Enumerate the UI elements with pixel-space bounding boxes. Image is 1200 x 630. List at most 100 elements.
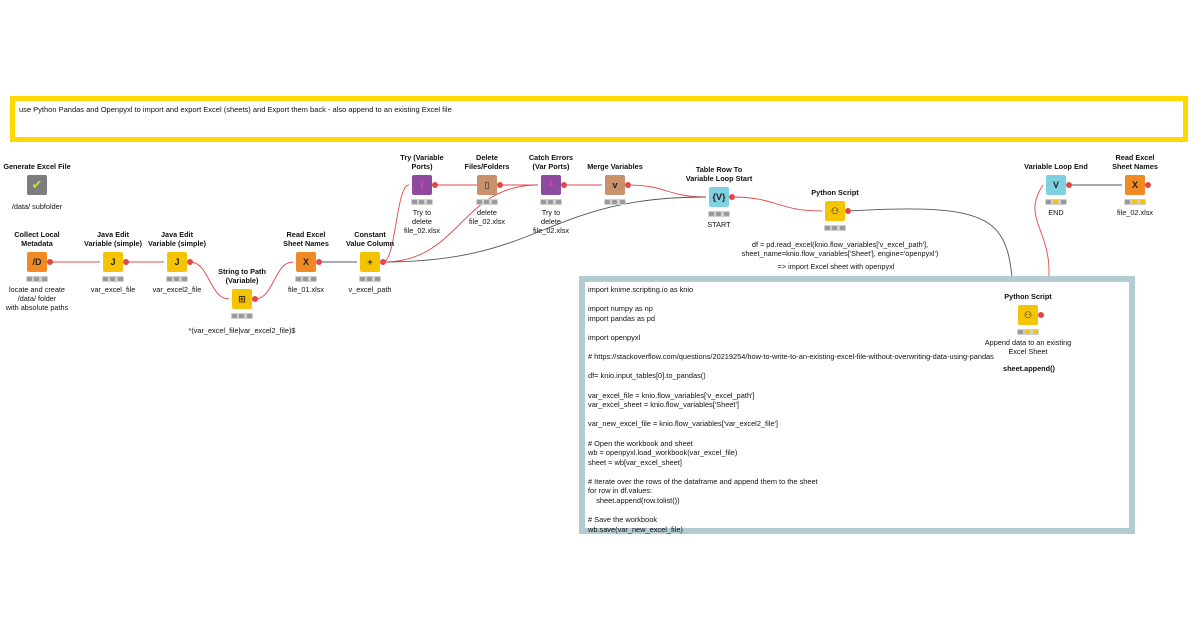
variable-output-port[interactable] bbox=[123, 259, 129, 265]
status-traffic-light bbox=[295, 276, 317, 282]
node-title: Java Edit Variable (simple) bbox=[148, 230, 206, 248]
connection-merge-looprow-11[interactable] bbox=[627, 184, 707, 198]
java-icon[interactable]: J bbox=[167, 252, 187, 272]
catch-icon[interactable]: ⚘ bbox=[541, 175, 561, 195]
status-traffic-light bbox=[708, 211, 730, 217]
workflow-description-annotation[interactable]: use Python Pandas and Openpyxl to import… bbox=[10, 96, 1188, 142]
node-title: Try (Variable Ports) bbox=[400, 153, 444, 171]
status-dot bbox=[548, 200, 554, 204]
status-dot bbox=[419, 200, 425, 204]
local-metadata-icon[interactable]: /D bbox=[27, 252, 47, 272]
connection-str2path-readnames1-3[interactable] bbox=[254, 261, 294, 300]
status-dot bbox=[232, 314, 238, 318]
note-py-import: => import Excel sheet with openpyxl bbox=[777, 262, 895, 271]
node-title: Table Row To Variable Loop Start bbox=[685, 165, 753, 183]
node-label: Try to delete file_02.xlsx bbox=[532, 208, 570, 235]
node-title: Read Excel Sheet Names bbox=[1112, 153, 1158, 171]
status-dot bbox=[484, 200, 490, 204]
node-title: Java Edit Variable (simple) bbox=[84, 230, 142, 248]
status-dot bbox=[34, 277, 40, 281]
node-label: delete file_02.xlsx bbox=[468, 208, 506, 226]
connection-constcol-try-5[interactable] bbox=[382, 184, 410, 263]
status-traffic-light bbox=[411, 199, 433, 205]
node-label: file_02.xlsx bbox=[1116, 208, 1154, 217]
node-title: Read Excel Sheet Names bbox=[283, 230, 329, 248]
loop-end-icon[interactable]: V bbox=[1046, 175, 1066, 195]
status-dot bbox=[1018, 330, 1024, 334]
node-label: v_excel_path bbox=[348, 285, 392, 294]
status-dot bbox=[310, 277, 316, 281]
status-dot bbox=[303, 277, 309, 281]
status-dot bbox=[1053, 200, 1059, 204]
status-dot bbox=[296, 277, 302, 281]
workflow-description-text: use Python Pandas and Openpyxl to import… bbox=[19, 105, 452, 114]
status-traffic-light bbox=[1045, 199, 1067, 205]
node-label: locate and create /data/ folder with abs… bbox=[5, 285, 69, 312]
status-dot bbox=[1032, 330, 1038, 334]
node-label: file_01.xlsx bbox=[287, 285, 325, 294]
connection-constcol-catch-17[interactable] bbox=[382, 184, 539, 263]
status-dot bbox=[839, 226, 845, 230]
string-to-path-icon[interactable]: ⊞ bbox=[232, 289, 252, 309]
status-traffic-light bbox=[1124, 199, 1146, 205]
node-label: var_excel2_file bbox=[152, 285, 202, 294]
node-title: Catch Errors (Var Ports) bbox=[528, 153, 574, 171]
variable-output-port[interactable] bbox=[432, 182, 438, 188]
variable-output-port[interactable] bbox=[187, 259, 193, 265]
variable-output-port[interactable] bbox=[316, 259, 322, 265]
node-label: Try to delete file_02.xlsx bbox=[403, 208, 441, 235]
try-icon[interactable]: ⟨ bbox=[412, 175, 432, 195]
variable-output-port[interactable] bbox=[845, 208, 851, 214]
variable-output-port[interactable] bbox=[252, 296, 258, 302]
note-path-expr: *(var_excel_file|var_excel2_file)$ bbox=[188, 326, 296, 335]
connection-constcol-looprow-12[interactable] bbox=[382, 196, 707, 263]
node-title: Python Script bbox=[1004, 292, 1052, 301]
note-py-desc: df = pd.read_excel(knio.flow_variables['… bbox=[741, 240, 939, 258]
delete-file-icon[interactable]: ▯ bbox=[477, 175, 497, 195]
checkmark-icon[interactable]: ✔ bbox=[27, 175, 47, 195]
node-label: /data/ subfolder bbox=[11, 202, 63, 211]
connection-java2-str2path-2[interactable] bbox=[189, 261, 230, 300]
variable-output-port[interactable] bbox=[1038, 312, 1044, 318]
status-traffic-light bbox=[231, 313, 253, 319]
variable-output-port[interactable] bbox=[729, 194, 735, 200]
excel-icon[interactable]: X bbox=[296, 252, 316, 272]
status-dot bbox=[709, 212, 715, 216]
status-traffic-light bbox=[604, 199, 626, 205]
node-label: Append data to an existing Excel Sheet bbox=[984, 338, 1072, 356]
status-dot bbox=[181, 277, 187, 281]
merge-variables-icon[interactable]: v bbox=[605, 175, 625, 195]
status-traffic-light bbox=[1017, 329, 1039, 335]
variable-output-port[interactable] bbox=[561, 182, 567, 188]
status-traffic-light bbox=[476, 199, 498, 205]
variable-output-port[interactable] bbox=[1066, 182, 1072, 188]
constant-column-icon[interactable]: + bbox=[360, 252, 380, 272]
status-traffic-light bbox=[540, 199, 562, 205]
status-dot bbox=[167, 277, 173, 281]
status-dot bbox=[426, 200, 432, 204]
java-icon[interactable]: J bbox=[103, 252, 123, 272]
status-dot bbox=[1125, 200, 1131, 204]
node-title: Merge Variables bbox=[587, 162, 643, 171]
python-icon[interactable]: ⚇ bbox=[825, 201, 845, 221]
loop-start-icon[interactable]: {V} bbox=[709, 187, 729, 207]
status-dot bbox=[367, 277, 373, 281]
status-traffic-light bbox=[166, 276, 188, 282]
variable-output-port[interactable] bbox=[625, 182, 631, 188]
variable-output-port[interactable] bbox=[1145, 182, 1151, 188]
connection-looprow-python1-13[interactable] bbox=[731, 196, 823, 212]
node-label: START bbox=[707, 220, 731, 229]
status-dot bbox=[555, 200, 561, 204]
status-dot bbox=[605, 200, 611, 204]
node-title: Python Script bbox=[811, 188, 859, 197]
variable-output-port[interactable] bbox=[497, 182, 503, 188]
variable-output-port[interactable] bbox=[47, 259, 53, 265]
python-code-annotation[interactable]: import knime.scripting.io as knio import… bbox=[579, 276, 1135, 534]
status-dot bbox=[825, 226, 831, 230]
node-title: String to Path (Variable) bbox=[218, 267, 266, 285]
python-icon[interactable]: ⚇ bbox=[1018, 305, 1038, 325]
variable-output-port[interactable] bbox=[380, 259, 386, 265]
status-dot bbox=[103, 277, 109, 281]
status-dot bbox=[477, 200, 483, 204]
excel-icon[interactable]: X bbox=[1125, 175, 1145, 195]
